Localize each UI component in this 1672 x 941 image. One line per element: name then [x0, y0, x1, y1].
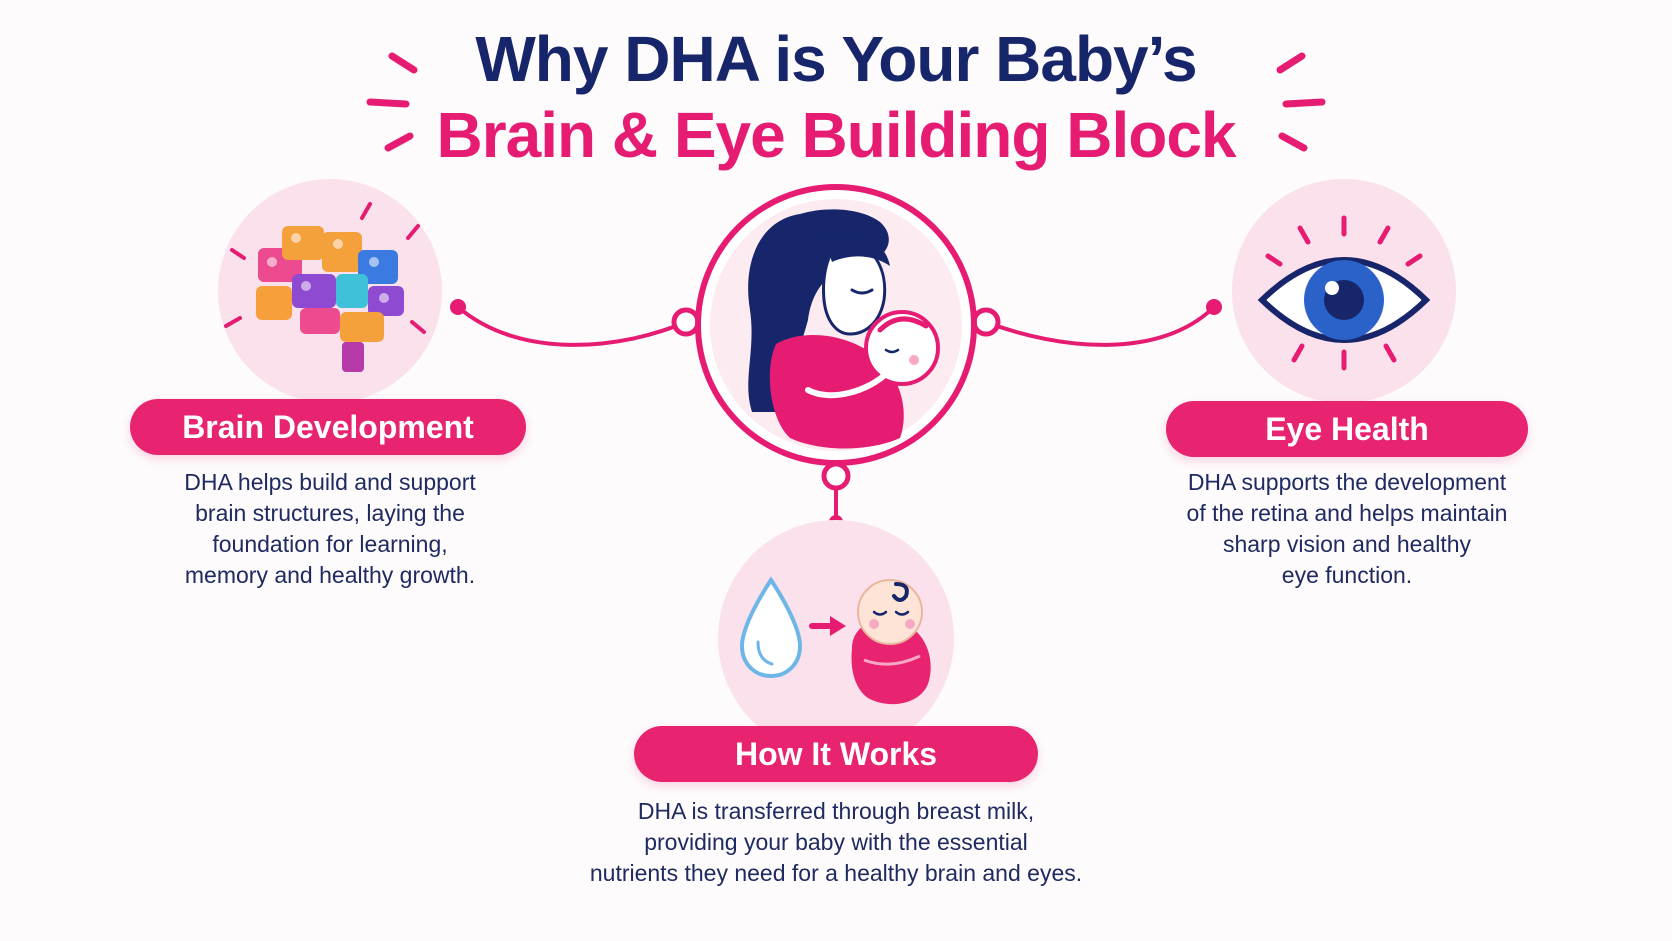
description-line: providing your baby with the essential: [644, 829, 1028, 855]
description-line: foundation for learning,: [212, 531, 448, 557]
eye-health-label: Eye Health: [1166, 401, 1528, 457]
milk-drop-to-baby-icon: [718, 520, 954, 756]
description-line: DHA helps build and support: [184, 469, 476, 495]
description-line: eye function.: [1281, 562, 1413, 588]
description-line: DHA supports the development: [1187, 469, 1507, 495]
description-line: nutrients they need for a healthy brain …: [589, 860, 1083, 886]
connector-dots: [450, 299, 1222, 529]
brain-development-label: Brain Development: [130, 399, 526, 455]
title-line-2: Brain & Eye Building Block: [436, 99, 1236, 171]
title-sparkles: [366, 52, 1326, 152]
title-line-1: Why DHA is Your Baby’s: [475, 23, 1197, 95]
description-line: sharp vision and healthy: [1222, 531, 1472, 557]
description-line: memory and healthy growth.: [184, 562, 476, 588]
description-line: DHA is transferred through breast milk,: [637, 798, 1035, 824]
how-it-works-description: DHA is transferred through breast milk, …: [536, 796, 1136, 889]
mother-holding-baby-icon: [695, 184, 977, 466]
brain-development-description: DHA helps build and support brain struct…: [140, 467, 520, 591]
how-it-works-label: How It Works: [634, 726, 1038, 782]
description-line: of the retina and helps maintain: [1186, 500, 1508, 526]
description-line: brain structures, laying the: [195, 500, 465, 526]
eye-health-description: DHA supports the development of the reti…: [1137, 467, 1557, 591]
building-block-brain-icon: [218, 179, 442, 403]
eye-icon: [1232, 179, 1456, 403]
